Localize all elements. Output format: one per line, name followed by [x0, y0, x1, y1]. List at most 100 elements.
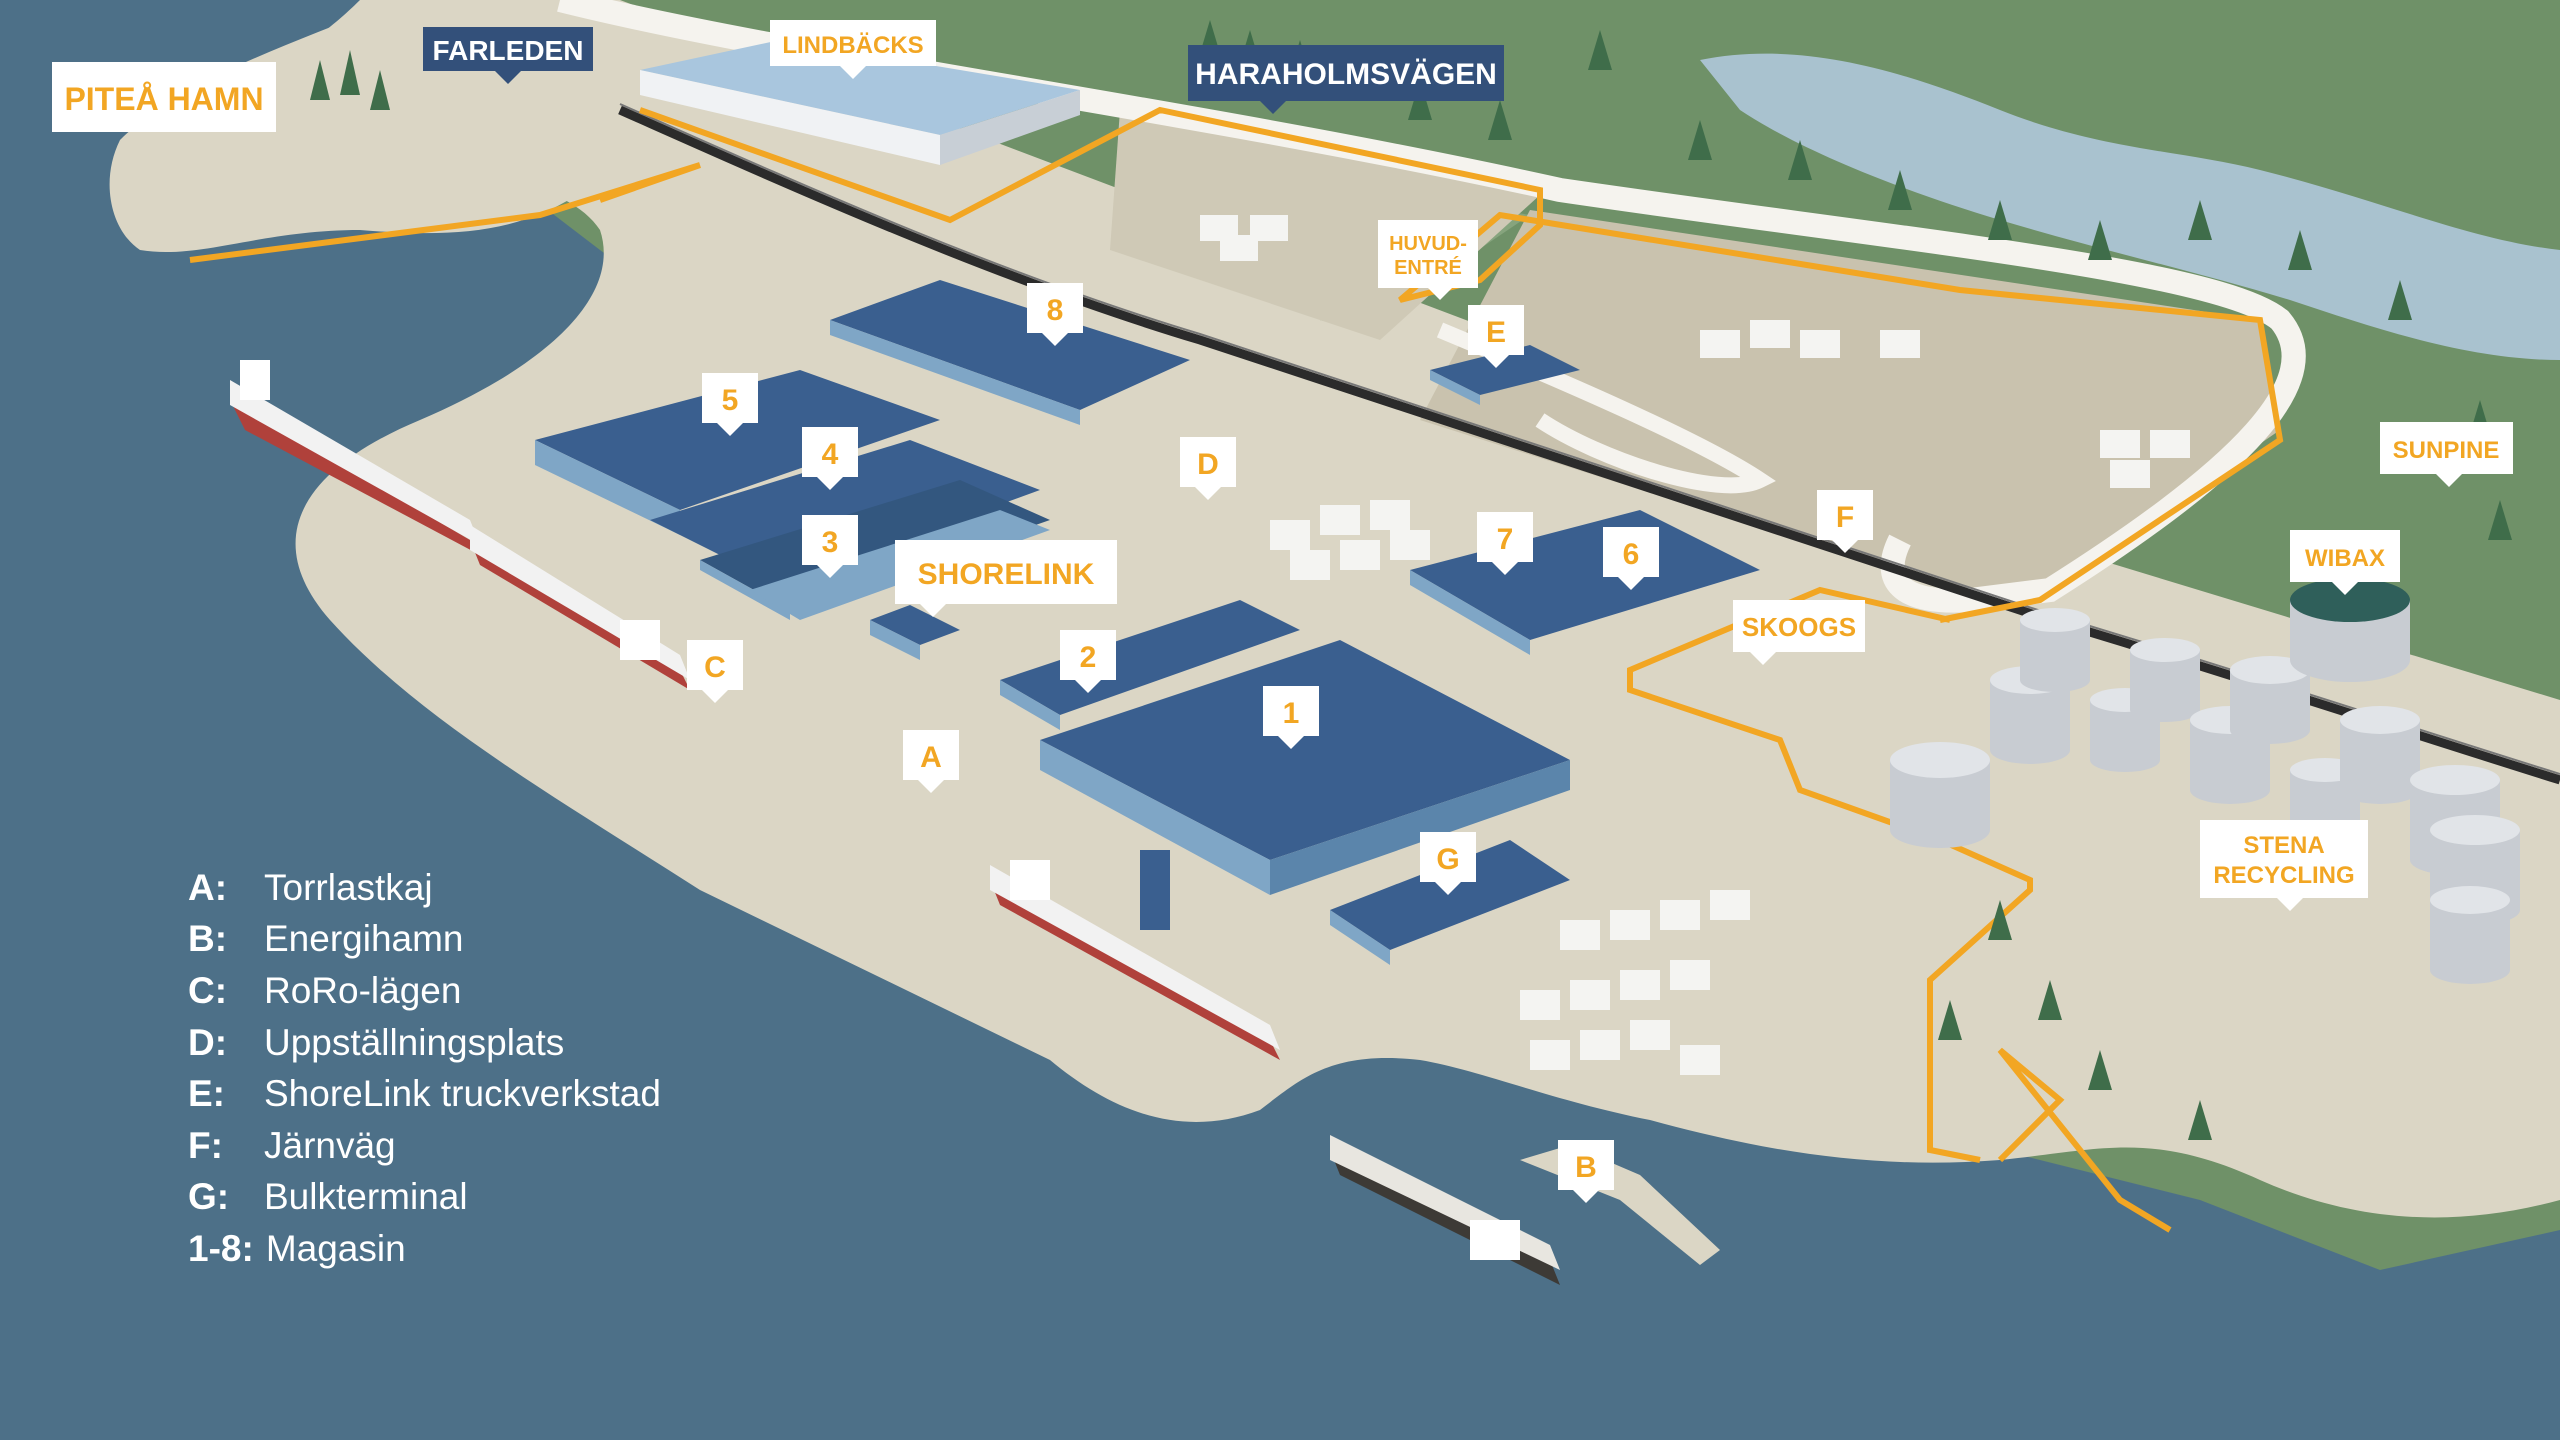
legend-label: Energihamn: [264, 918, 464, 960]
marker-e-label: E: [1486, 316, 1506, 349]
ship-roro-1: [230, 360, 480, 555]
marker-4: 4: [802, 427, 858, 490]
legend-label: Magasin: [265, 1227, 406, 1269]
tank: [2130, 638, 2200, 722]
place-lindbacks: LINDBÄCKS: [782, 32, 923, 59]
legend-key: D:: [188, 1021, 228, 1063]
place-sunpine: SUNPINE: [2393, 437, 2500, 464]
east-yard: [1420, 210, 2280, 610]
marker-f-label: F: [1836, 501, 1854, 534]
tank: [2020, 608, 2090, 692]
label-pitea-hamn: PITEÅ HAMN: [52, 62, 276, 132]
workshop-e: [1430, 345, 1580, 405]
legend-item: E: ShoreLink truckverkstad: [188, 1068, 661, 1120]
marker-g: G: [1420, 832, 1476, 895]
place-stena-line2: RECYCLING: [2213, 862, 2354, 889]
marker-6-label: 6: [1623, 538, 1640, 571]
warehouse-7-6: [1410, 510, 1760, 655]
warehouse-lindbacks: [640, 40, 1080, 165]
marker-8-label: 8: [1047, 294, 1064, 327]
tank: [1890, 742, 1990, 848]
marker-5: 5: [702, 373, 758, 436]
legend-item: C: RoRo-lägen: [188, 965, 661, 1017]
marker-1: 1: [1263, 686, 1319, 749]
marker-8: 8: [1027, 283, 1083, 346]
marker-2: 2: [1060, 630, 1116, 693]
tank-farm: [1890, 578, 2520, 984]
marker-f: F: [1817, 490, 1873, 553]
warehouse-5: [535, 370, 940, 535]
marker-b-label: B: [1575, 1151, 1597, 1184]
legend-label: Bulkterminal: [264, 1176, 468, 1218]
legend-item: A: Torrlastkaj: [188, 862, 661, 914]
storage-blocks: [1200, 215, 2190, 1075]
label-haraholmsvagen: HARAHOLMSVÄGEN: [1188, 45, 1504, 114]
legend-item: F: Järnväg: [188, 1120, 661, 1172]
legend-item: D: Uppställningsplats: [188, 1017, 661, 1069]
marker-3: 3: [802, 515, 858, 578]
road-farleden: FARLEDEN: [433, 35, 584, 66]
marker-a-label: A: [920, 741, 942, 774]
wibax-tank: [2290, 578, 2410, 682]
port-land: [112, 0, 2560, 1218]
legend-label: RoRo-lägen: [264, 969, 462, 1011]
warehouse-1: [1040, 640, 1570, 895]
warehouse-2: [1000, 600, 1300, 730]
legend-key: A:: [188, 866, 228, 908]
marker-5-label: 5: [722, 384, 739, 417]
legend-item: 1-8: Magasin: [188, 1223, 661, 1275]
marker-7: 7: [1477, 512, 1533, 575]
tank: [2230, 656, 2310, 744]
marker-b: B: [1558, 1140, 1614, 1203]
legend-label: Torrlastkaj: [264, 866, 433, 908]
legend-label: ShoreLink truckverkstad: [264, 1073, 661, 1115]
marker-a: A: [903, 730, 959, 793]
label-shorelink: SHORELINK: [895, 540, 1117, 617]
marker-c: C: [687, 640, 743, 703]
label-farleden: FARLEDEN: [423, 27, 593, 84]
legend-key: 1-8:: [188, 1227, 254, 1269]
legend-label: Järnväg: [264, 1124, 396, 1166]
map-legend: A:Torrlastkaj B:Energihamn C:RoRo-lägen …: [188, 862, 661, 1275]
tank: [2430, 886, 2510, 984]
road-haraholmsvagen: HARAHOLMSVÄGEN: [1195, 58, 1497, 91]
tank: [2340, 706, 2420, 804]
label-stena-recycling: STENA RECYCLING: [2200, 820, 2368, 911]
label-huvudentre: HUVUD- ENTRÉ: [1378, 220, 1478, 300]
legend-key: F:: [188, 1124, 223, 1166]
marker-3-label: 3: [822, 526, 839, 559]
legend-key: B:: [188, 918, 228, 960]
place-huvudentre-line1: HUVUD-: [1389, 233, 1467, 255]
warehouse-g: [1330, 840, 1570, 965]
legend-key: E:: [188, 1073, 225, 1115]
ship-cargo: [990, 850, 1280, 1060]
marker-c-label: C: [704, 651, 726, 684]
marker-4-label: 4: [822, 438, 839, 471]
marker-d: D: [1180, 437, 1236, 500]
label-sunpine: SUNPINE: [2380, 422, 2513, 487]
marker-2-label: 2: [1080, 641, 1097, 674]
title-pitea-hamn: PITEÅ HAMN: [64, 81, 263, 117]
legend-key: C:: [188, 969, 228, 1011]
legend-label: Uppställningsplats: [264, 1021, 565, 1063]
marker-g-label: G: [1436, 843, 1459, 876]
place-stena-line1: STENA: [2243, 832, 2324, 859]
legend-key: G:: [188, 1176, 230, 1218]
place-huvudentre-line2: ENTRÉ: [1394, 256, 1462, 279]
lake: [1700, 53, 2560, 361]
marker-6: 6: [1603, 527, 1659, 590]
marker-e: E: [1468, 305, 1524, 368]
marker-7-label: 7: [1497, 523, 1514, 556]
ship-roro-2: [470, 525, 690, 690]
place-skoogs: SKOOGS: [1742, 612, 1856, 642]
legend-item: G: Bulkterminal: [188, 1172, 661, 1224]
ship-tanker: [1330, 1135, 1560, 1285]
warehouse-8: [830, 280, 1190, 425]
marker-1-label: 1: [1283, 697, 1300, 730]
place-wibax: WIBAX: [2305, 545, 2385, 572]
legend-item: B: Energihamn: [188, 914, 661, 966]
place-shorelink: SHORELINK: [918, 558, 1095, 591]
shorelink-workshop: [870, 605, 960, 660]
label-lindbacks: LINDBÄCKS: [770, 20, 936, 79]
